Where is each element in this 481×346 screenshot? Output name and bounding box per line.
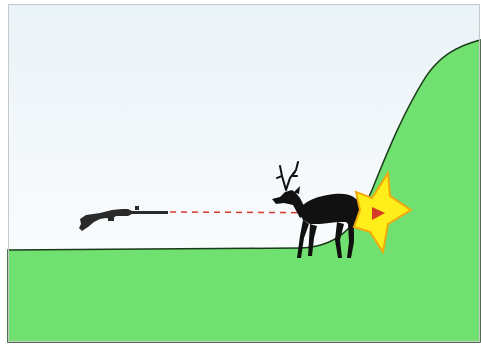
scene-canvas <box>0 0 481 346</box>
hunting-scene <box>0 0 481 346</box>
